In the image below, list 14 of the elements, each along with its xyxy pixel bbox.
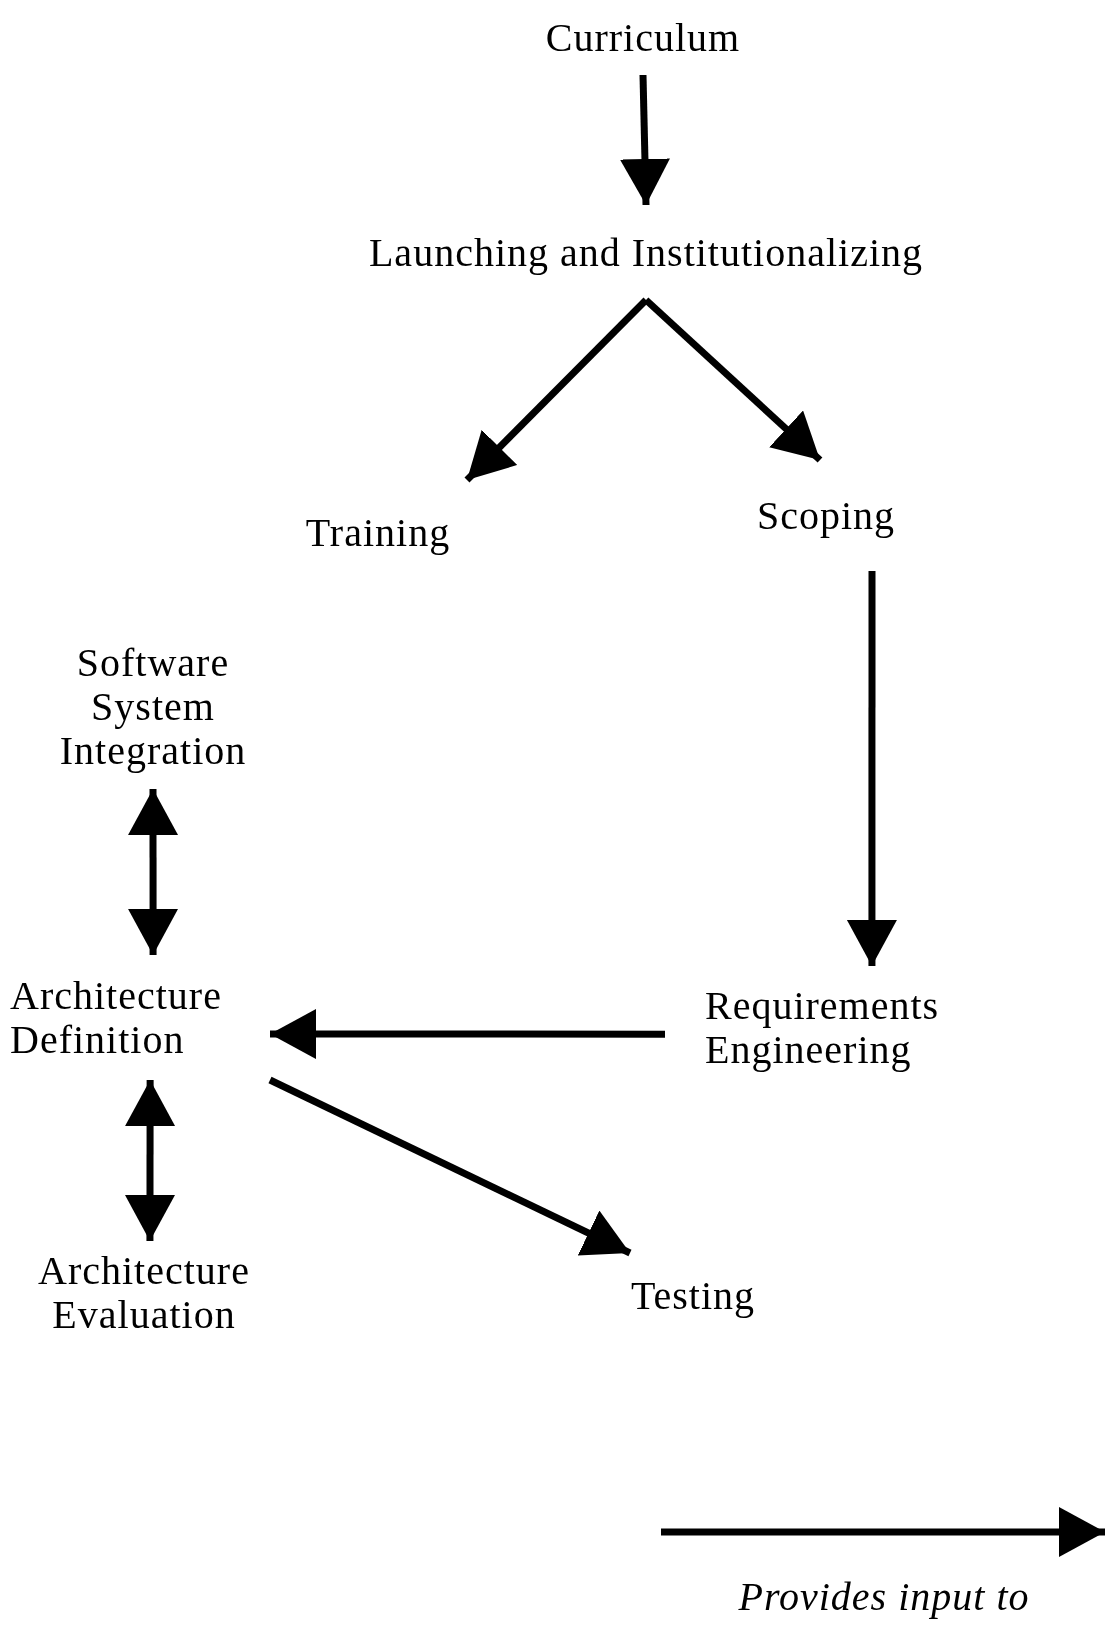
step-label: Testing bbox=[630, 1273, 756, 1318]
arrow bbox=[643, 297, 823, 463]
arrow bbox=[464, 297, 649, 483]
arrow bbox=[619, 74, 670, 206]
step-label: Architecture Evaluation bbox=[37, 1249, 251, 1337]
step-label: Training bbox=[305, 510, 451, 555]
arrow bbox=[268, 1076, 632, 1257]
step-label: Launching and Institutionalizing bbox=[368, 230, 924, 275]
legend-text: Provides input to bbox=[738, 1573, 1030, 1621]
step-label: Scoping bbox=[756, 493, 896, 538]
step-label: Architecture Definition bbox=[10, 973, 223, 1062]
step-label: Curriculum bbox=[545, 15, 741, 60]
step-label: Software System Integration bbox=[58, 641, 248, 773]
step-label: Requirements Engineering bbox=[705, 984, 941, 1072]
